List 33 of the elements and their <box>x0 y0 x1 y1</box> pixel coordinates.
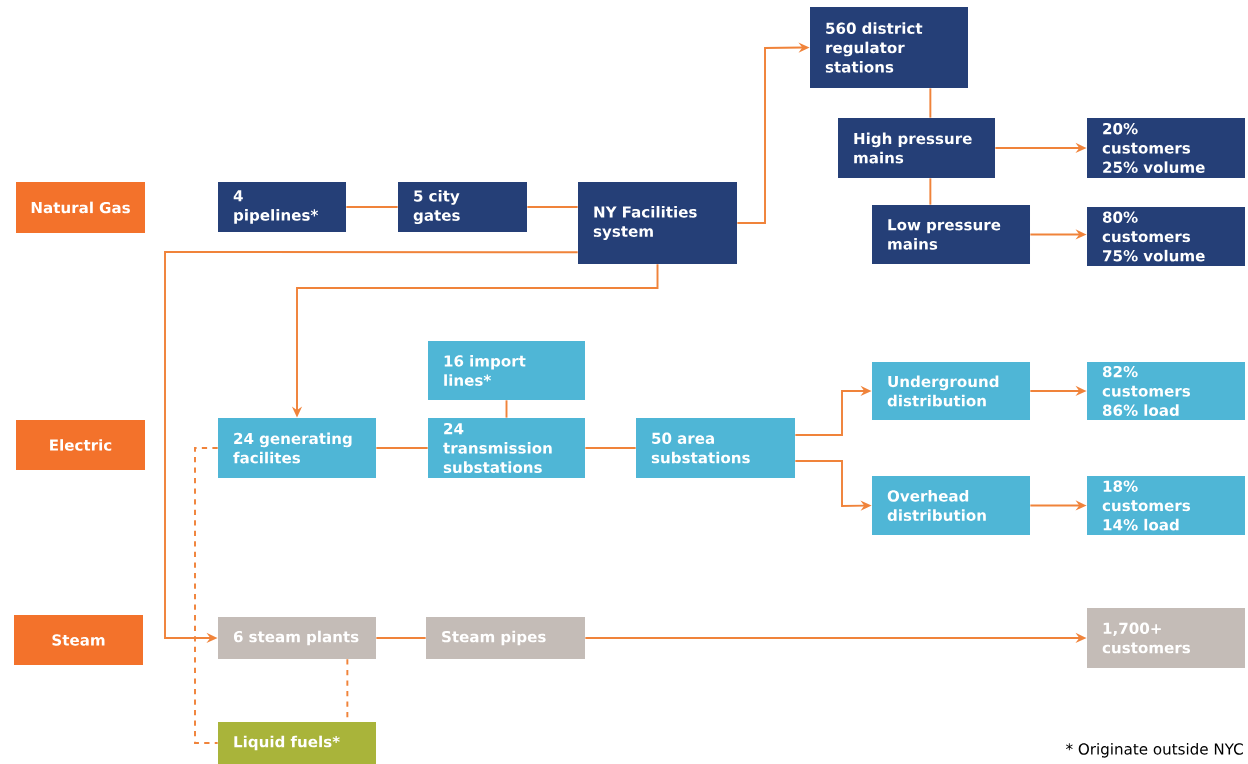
connector-line <box>345 206 399 208</box>
category-box: Steam <box>14 615 143 665</box>
process-box: 1,700+ customers <box>1087 608 1245 668</box>
connector-line <box>584 447 637 449</box>
category-box: Natural Gas <box>16 182 145 233</box>
process-box: 24 transmission substations <box>428 418 585 478</box>
footnote: * Originate outside NYC <box>1066 743 1243 758</box>
process-box: Liquid fuels* <box>218 722 376 764</box>
process-box: 50 area substations <box>636 418 795 478</box>
process-box: 24 generating facilites <box>218 418 376 478</box>
dashed-connector <box>194 447 219 744</box>
process-box: 560 district regulator stations <box>810 7 968 88</box>
process-box: Low pressure mains <box>872 205 1030 264</box>
process-box: 4 pipelines* <box>218 182 346 232</box>
process-box: Underground distribution <box>872 362 1030 420</box>
connector-line <box>505 399 508 419</box>
process-box: Overhead distribution <box>872 476 1030 535</box>
process-box: 80% customers 75% volume <box>1087 207 1245 266</box>
process-box: Steam pipes <box>426 617 585 659</box>
process-box: High pressure mains <box>838 118 995 178</box>
process-box: 16 import lines* <box>428 341 585 400</box>
connector-line <box>526 206 579 208</box>
connector-line <box>375 637 427 639</box>
process-box: NY Facilities system <box>578 182 737 264</box>
process-box: 18% customers 14% load <box>1087 476 1245 535</box>
process-box: 82% customers 86% load <box>1087 362 1245 420</box>
connector-line <box>929 177 932 206</box>
connector-line <box>375 447 429 449</box>
connector-line <box>929 87 932 119</box>
process-box: 6 steam plants <box>218 617 376 659</box>
process-box: 5 city gates <box>398 182 527 232</box>
process-box: 20% customers 25% volume <box>1087 118 1245 178</box>
category-box: Electric <box>16 420 145 470</box>
